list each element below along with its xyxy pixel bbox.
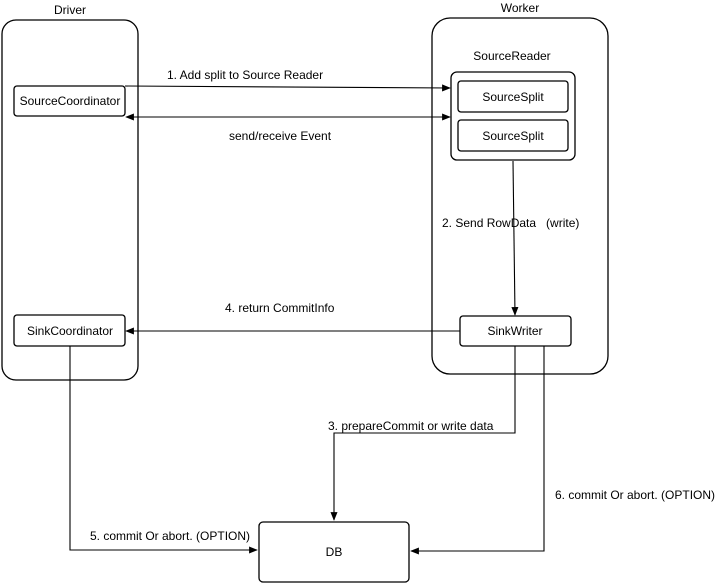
edge-send-rowdata-label: 2. Send RowData (write) [442,216,579,230]
source-split-2-label: SourceSplit [482,129,544,143]
worker-label: Worker [501,1,539,15]
source-split-1-box [457,80,569,113]
edge-prepare-commit [330,346,516,521]
edge-send-rowdata [511,160,519,316]
edge-prepare-commit-label: 3. prepareCommit or write data [328,419,494,433]
edge-add-split [124,84,451,92]
source-split-1-label: SourceSplit [482,90,544,104]
db-label: DB [326,545,343,559]
edge-return-commitinfo-label: 4. return CommitInfo [225,301,335,315]
sink-writer-label: SinkWriter [487,324,542,338]
edge-commit-or-abort-5 [69,346,258,554]
source-split-2-box [457,119,569,152]
edge-commit-or-abort-5-label: 5. commit Or abort. (OPTION) [90,529,250,543]
db-box [258,521,410,583]
edge-commit-or-abort-6 [410,346,545,555]
source-coordinator-label: SourceCoordinator [20,94,121,108]
edge-add-split-label: 1. Add split to Source Reader [167,68,323,82]
sink-coordinator-label: SinkCoordinator [27,324,113,338]
driver-label: Driver [54,3,86,17]
edge-commit-or-abort-6-label: 6. commit Or abort. (OPTION) [555,488,715,502]
edge-send-receive-event-label: send/receive Event [229,129,332,143]
source-reader-label: SourceReader [473,49,550,63]
source-coordinator-box [13,85,126,117]
